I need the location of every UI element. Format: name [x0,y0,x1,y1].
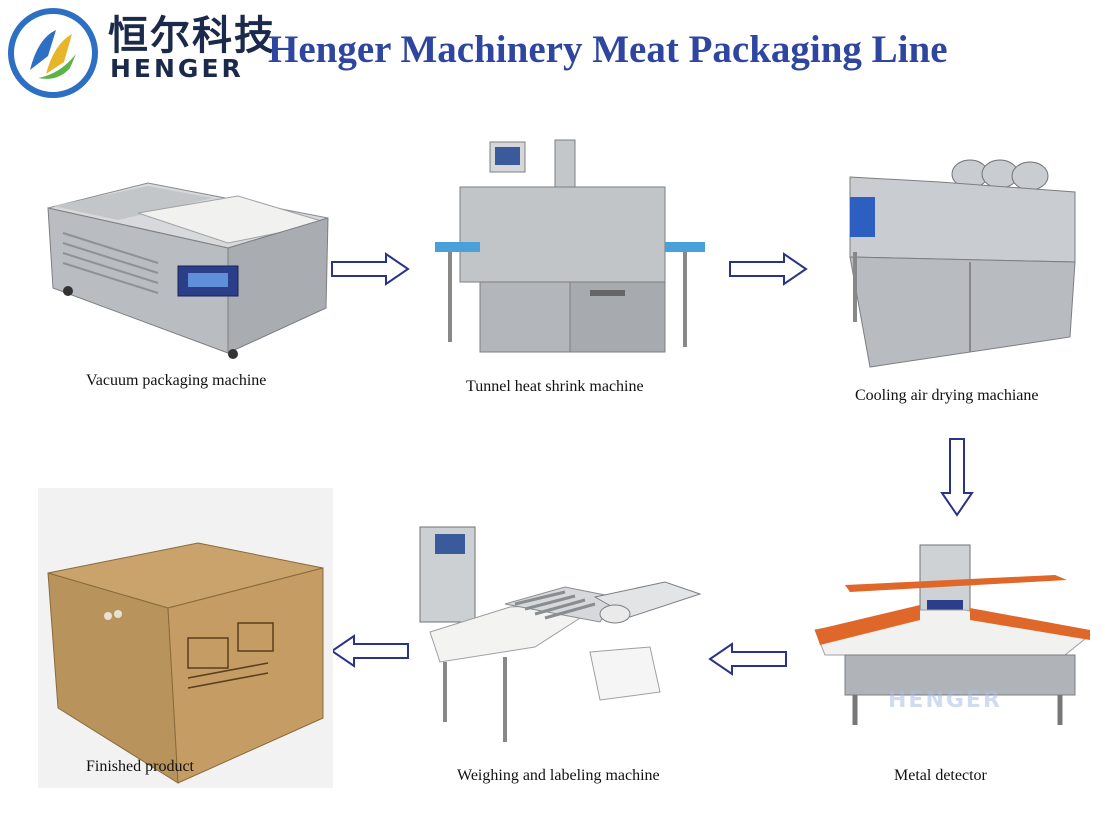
metal-detector-image [805,540,1100,745]
arrow-right-icon [330,252,410,286]
arrow-left-icon [708,642,788,676]
arrow-down-icon [940,437,974,517]
watermark-henger-text: HENGER [888,688,1002,713]
arrow-right-icon [728,252,808,286]
logo-chinese-text: 恒尔科技 [108,13,276,59]
cooling-air-drying-machine-image [840,152,1085,372]
page-title: Henger Machinery Meat Packaging Line [268,28,948,71]
step-caption-metal-detector: Metal detector [894,767,987,784]
step-caption-vacuum: Vacuum packaging machine [86,372,267,389]
step-caption-cooling: Cooling air drying machiane [855,387,1039,404]
step-caption-tunnel: Tunnel heat shrink machine [466,378,644,395]
weighing-labeling-machine-image [415,522,705,752]
finished-product-box-image [38,488,333,788]
tunnel-heat-shrink-machine-image [430,132,710,362]
company-logo-icon [8,8,98,98]
step-caption-weighing: Weighing and labeling machine [457,767,660,784]
vacuum-packaging-machine-image [38,178,338,363]
step-caption-finished: Finished product [86,758,194,775]
logo-english-text: HENGER [110,54,244,83]
arrow-left-icon [330,634,410,668]
